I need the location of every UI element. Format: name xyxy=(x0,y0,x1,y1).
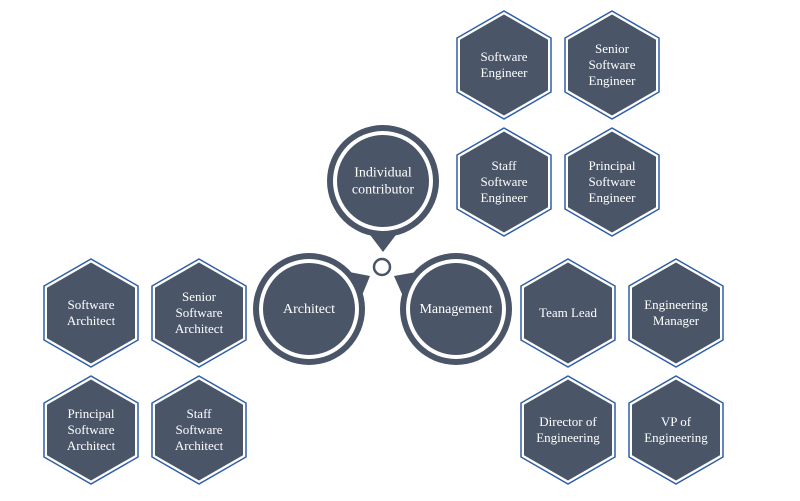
role-label-line: Staff xyxy=(491,158,517,173)
category-label: Individual contributor xyxy=(352,166,415,198)
role-label-line: Software xyxy=(176,422,223,437)
role-label-line: Software xyxy=(481,174,528,189)
category-label: Architect xyxy=(283,302,335,317)
role-label-line: Architect xyxy=(67,438,116,453)
category-label-line: Management xyxy=(419,302,492,317)
role-label-line: Engineer xyxy=(589,190,637,205)
category-circle xyxy=(263,263,355,355)
role-label-line: Senior xyxy=(182,289,217,304)
hexagon-fill xyxy=(460,14,548,116)
role-label-line: Software xyxy=(481,49,528,64)
category-circle xyxy=(410,263,502,355)
role-label-line: Director of xyxy=(539,414,597,429)
hexagon-fill xyxy=(568,131,656,233)
hexagon-fill xyxy=(568,14,656,116)
category-individual: Individual contributor xyxy=(327,125,439,252)
hexagon-fill xyxy=(155,262,243,364)
role-label-line: Principal xyxy=(68,406,115,421)
role-label-line: Software xyxy=(589,174,636,189)
category-management: Management xyxy=(394,253,512,365)
category-label: Management xyxy=(419,302,492,317)
role-label-line: Software xyxy=(68,297,115,312)
role-label-line: Principal xyxy=(589,158,636,173)
hexagon-fill xyxy=(524,379,612,481)
hexagon-fill xyxy=(460,131,548,233)
hexagon-fill xyxy=(632,262,720,364)
role-label-line: Engineer xyxy=(589,73,637,88)
hexagon-fill xyxy=(47,379,135,481)
role-label-line: Senior xyxy=(595,41,630,56)
role-label-line: Engineering xyxy=(644,297,708,312)
role-label-line: Software xyxy=(589,57,636,72)
role-label-line: Manager xyxy=(653,313,700,328)
role-label-line: Team Lead xyxy=(539,305,597,320)
role-label-line: Architect xyxy=(175,321,224,336)
role-label-line: Software xyxy=(176,305,223,320)
category-label-line: contributor xyxy=(352,183,415,198)
category-architect: Architect xyxy=(253,253,370,365)
role-label-line: Architect xyxy=(67,313,116,328)
role-label-line: Software xyxy=(68,422,115,437)
hexagon-fill xyxy=(47,262,135,364)
role-label-line: Engineer xyxy=(481,190,529,205)
role-label-line: Staff xyxy=(186,406,212,421)
role-label-line: VP of xyxy=(661,414,692,429)
role-label-line: Engineer xyxy=(481,65,529,80)
role-label: Team Lead xyxy=(539,305,597,320)
hexagon-fill xyxy=(524,262,612,364)
role-label-line: Engineering xyxy=(644,430,708,445)
role-label-line: Engineering xyxy=(536,430,600,445)
category-circle xyxy=(337,135,429,227)
role-hexagon-management-0: Team Lead xyxy=(520,258,616,368)
category-label-line: Individual xyxy=(354,166,412,181)
hexagon-fill xyxy=(632,379,720,481)
category-label-line: Architect xyxy=(283,302,335,317)
center-hub xyxy=(372,257,392,277)
role-label-line: Architect xyxy=(175,438,224,453)
hexagon-fill xyxy=(155,379,243,481)
